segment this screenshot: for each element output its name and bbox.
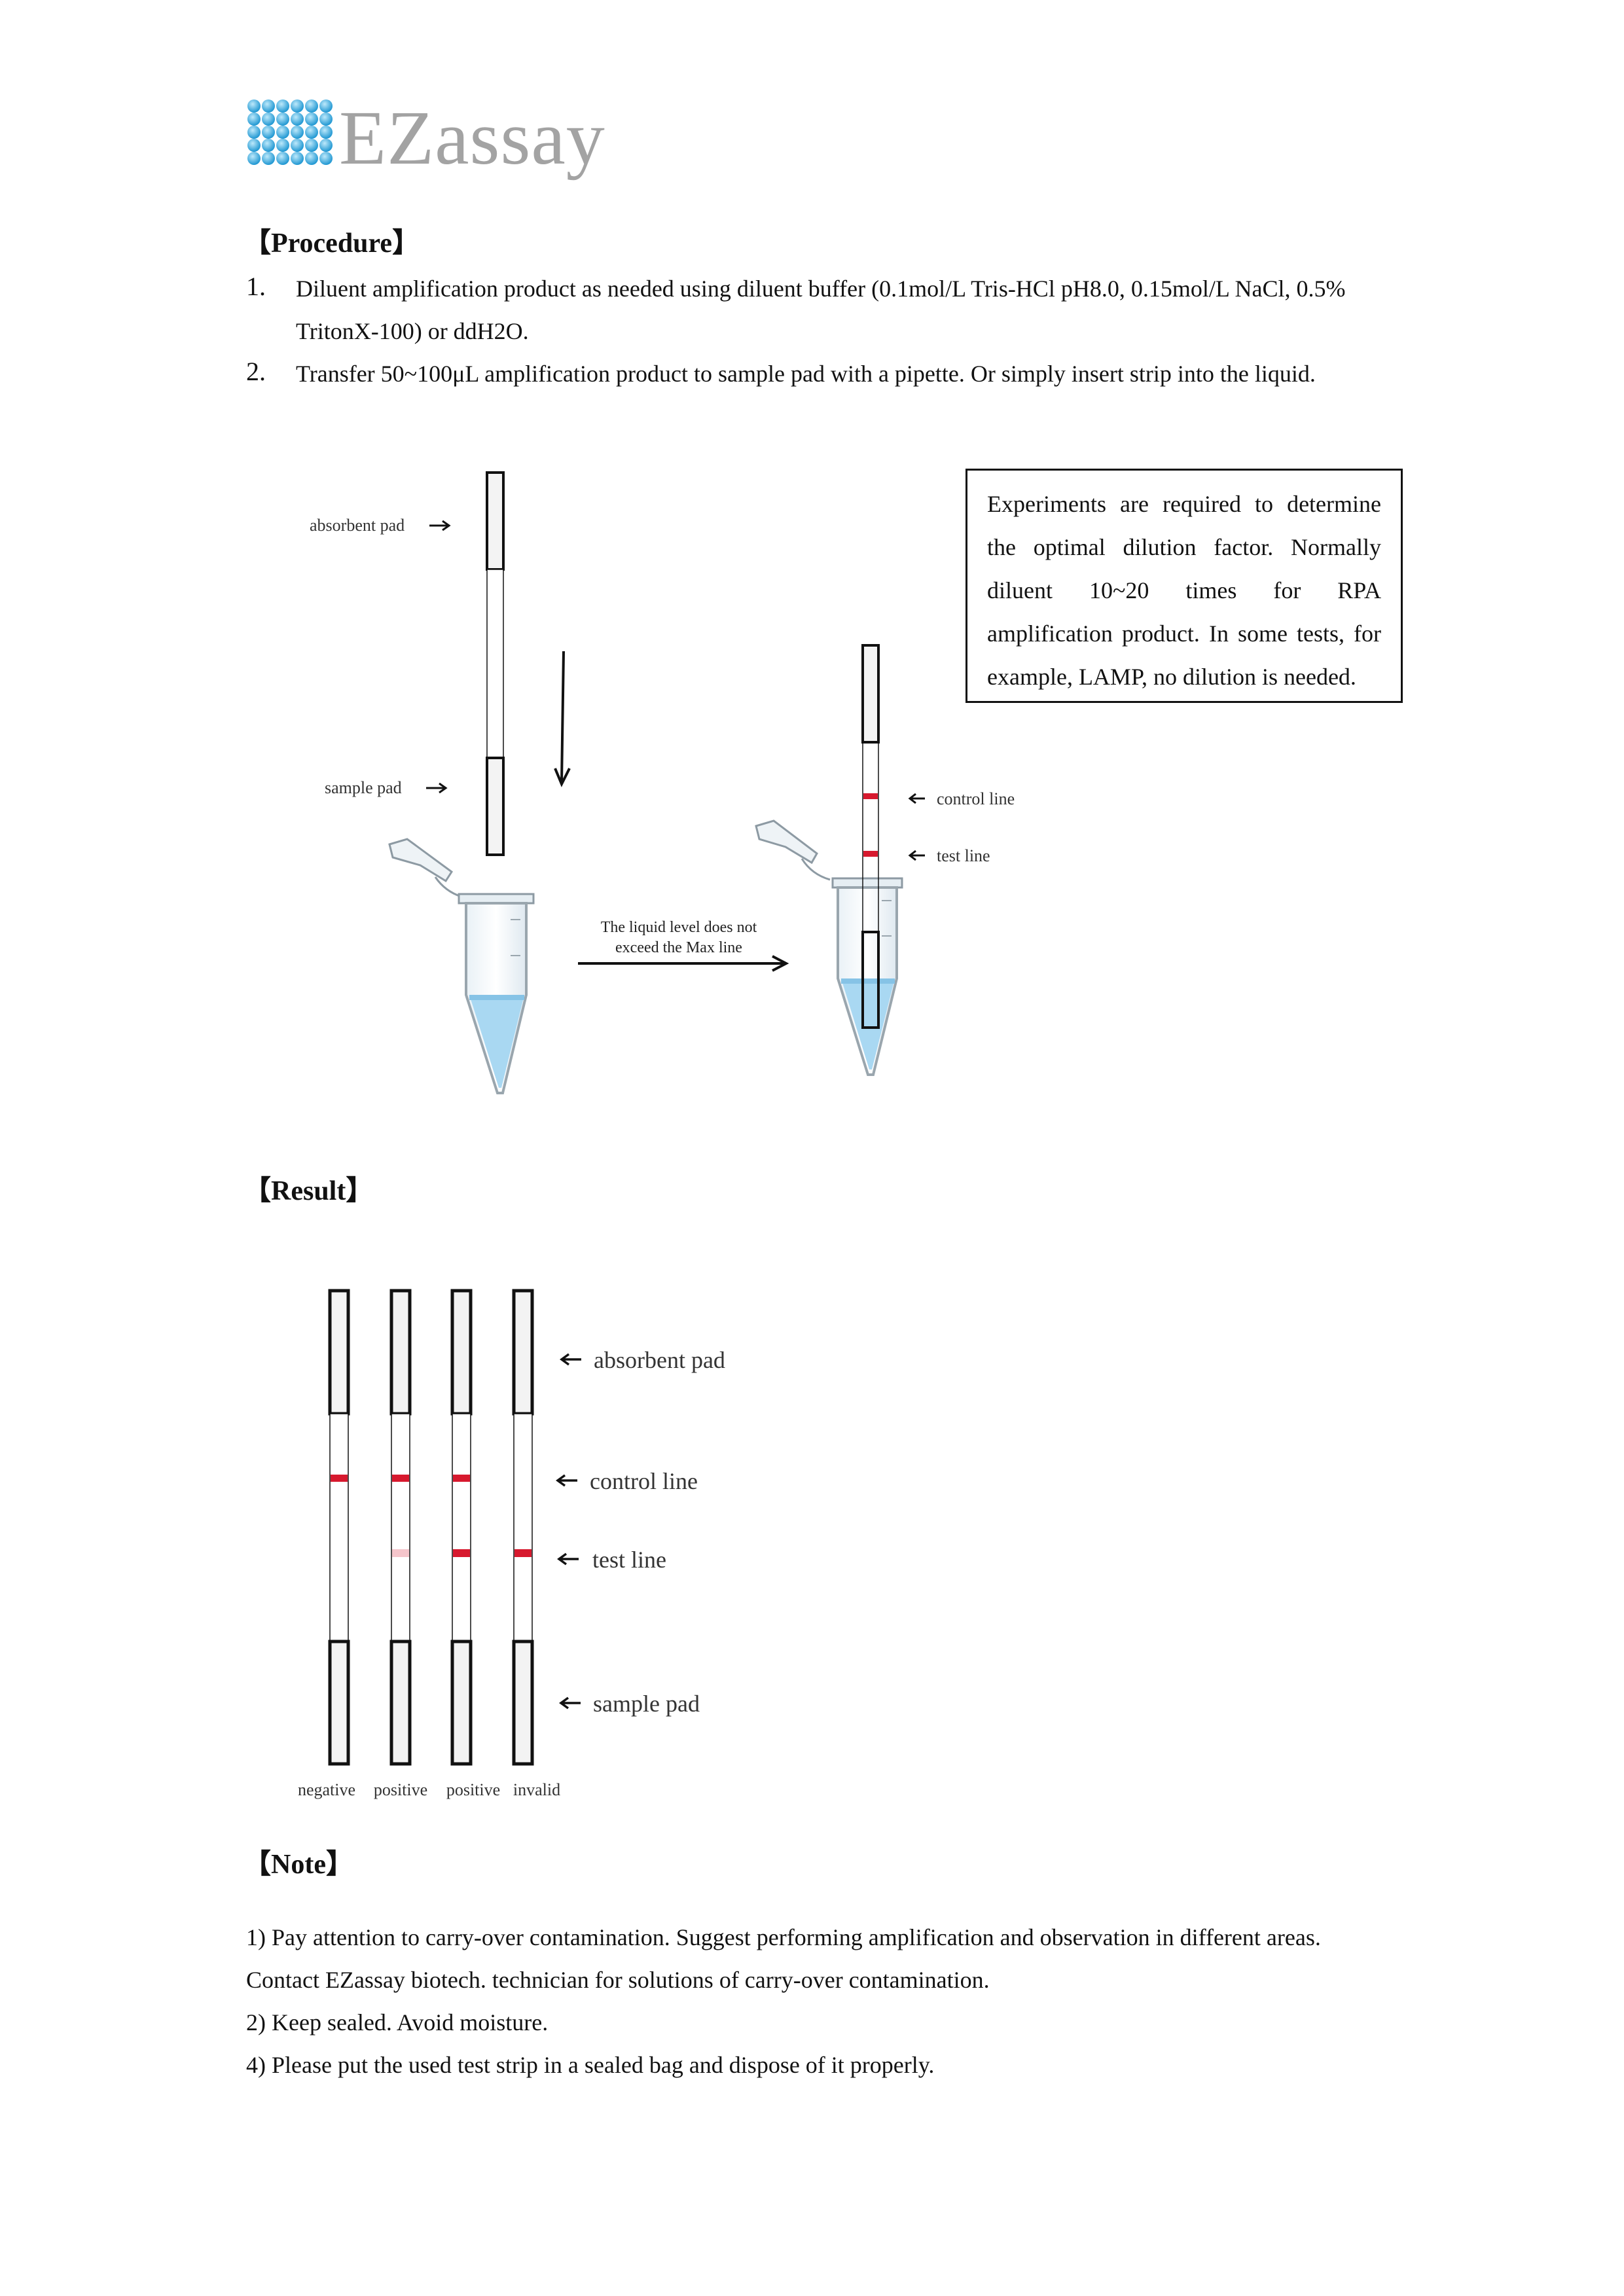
result-strip-sample-pad [512,1640,534,1766]
transfer-arrow-icon [578,955,789,972]
left-test-strip [486,471,505,856]
result-heading: 【Result】 [244,1176,374,1206]
result-strip-body [513,1413,533,1642]
logo-dot [247,126,261,139]
logo-dot [247,99,261,113]
logo-dot [319,113,333,126]
logo-dot [291,99,304,113]
logo-dot [291,113,304,126]
result-test-line-label: test line [592,1547,666,1573]
logo-dot [262,126,275,139]
sample-pad-arrow-icon [426,782,448,794]
note-heading: 【Note】 [244,1850,353,1880]
result-absorbent-pad-label: absorbent pad [594,1347,725,1373]
logo-dot [262,139,275,152]
absorbent-pad-pointer-icon [560,1353,581,1366]
result-strip-absorbent-pad [450,1289,473,1416]
step-1-text-line1: Diluent amplification product as needed … [296,276,1346,302]
result-strip-label: positive [374,1780,427,1799]
control-line-arrow-icon [908,793,925,804]
result-strip-absorbent-pad [328,1289,350,1416]
fig1-control-line-label: control line [937,789,1015,808]
result-strip-control-line [331,1475,348,1482]
logo-dot [276,113,289,126]
logo-dot [319,99,333,113]
procedure-illustration: absorbent pad sample pad The liquid leve… [310,471,1015,1094]
result-sample-pad-label: sample pad [593,1691,700,1717]
logo-dot [247,139,261,152]
logo-text: EZassay [339,95,605,181]
logo-dot [319,126,333,139]
logo-dot [276,126,289,139]
step-2-number: 2. [246,357,266,386]
logo-mark-icon [247,99,333,165]
sample-pad-label: sample pad [325,778,402,797]
test-line-pointer-icon [557,1552,579,1566]
result-control-line-label: control line [590,1468,698,1494]
note-line-2: Contact EZassay biotech. technician for … [246,1967,990,1993]
test-line-arrow-icon [908,850,925,861]
right-test-strip [861,644,880,1029]
insert-down-arrow-icon [554,651,571,787]
note-line-1: 1) Pay attention to carry-over contamina… [246,1924,1321,1950]
left-tube [388,838,535,1094]
result-strip-body [329,1413,349,1642]
logo-dot [276,152,289,165]
logo-dot [305,152,318,165]
result-diagram: negative positive positive invalid absorben… [298,1289,725,1799]
result-strip-label: invalid [513,1780,560,1799]
logo-dot [291,139,304,152]
dilution-callout: Experiments are required to determine th… [965,469,1403,703]
logo-dot [247,152,261,165]
logo-dot [319,139,333,152]
logo-dot [276,99,289,113]
logo-dot [305,99,318,113]
logo-dot [276,139,289,152]
logo-dot [262,99,275,113]
result-strip-sample-pad [450,1640,473,1766]
result-strip-label: negative [298,1780,355,1799]
liquid-note-line2: exceed the Max line [615,939,742,956]
result-strip-sample-pad [389,1640,412,1766]
result-strip-control-line [453,1475,470,1482]
result-strip-control-line [392,1475,409,1482]
logo-dot [262,113,275,126]
right-tube [755,819,903,1076]
result-strip-sample-pad [328,1640,350,1766]
note-line-4: 4) Please put the used test strip in a s… [246,2052,935,2078]
logo-dot [262,152,275,165]
step-1-text-line2: TritonX-100) or ddH2O. [296,318,529,344]
note-line-3: 2) Keep sealed. Avoid moisture. [246,2009,549,2036]
logo-dot [247,113,261,126]
absorbent-pad-label: absorbent pad [310,516,405,535]
liquid-note-line1: The liquid level does not [601,919,757,936]
logo-dot [305,139,318,152]
procedure-heading: 【Procedure】 [244,228,420,259]
absorbent-pad-arrow-icon [429,520,451,531]
sample-pad-pointer-icon [559,1696,581,1710]
step-1-number: 1. [246,272,266,301]
result-strip-test-line [514,1549,532,1557]
fig1-test-line-label: test line [937,846,990,865]
logo-dot [291,152,304,165]
result-strip-label: positive [446,1780,500,1799]
result-strip-body [391,1413,410,1642]
logo-dot [291,126,304,139]
logo-dot [305,126,318,139]
result-strip-test-line [453,1549,470,1557]
step-2-text: Transfer 50~100μL amplification product … [296,361,1316,387]
result-strip-test-line [392,1549,409,1557]
result-strip-absorbent-pad [389,1289,412,1416]
logo-dot [305,113,318,126]
result-strip-body [452,1413,471,1642]
control-line-pointer-icon [556,1474,577,1487]
logo-dot [319,152,333,165]
result-strip-absorbent-pad [512,1289,534,1416]
